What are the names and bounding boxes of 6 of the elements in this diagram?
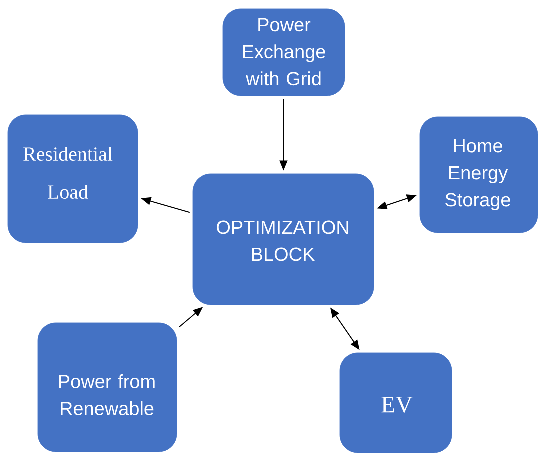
process-box: EV [340, 352, 452, 453]
process-box: Home Energy Storage [420, 116, 538, 234]
process-box: Residential Load [8, 114, 138, 244]
process-box: Power from Renewable [38, 322, 178, 452]
process-box: OPTIMIZATION BLOCK [192, 174, 374, 306]
process-box: Power Exchange with Grid [222, 8, 346, 96]
